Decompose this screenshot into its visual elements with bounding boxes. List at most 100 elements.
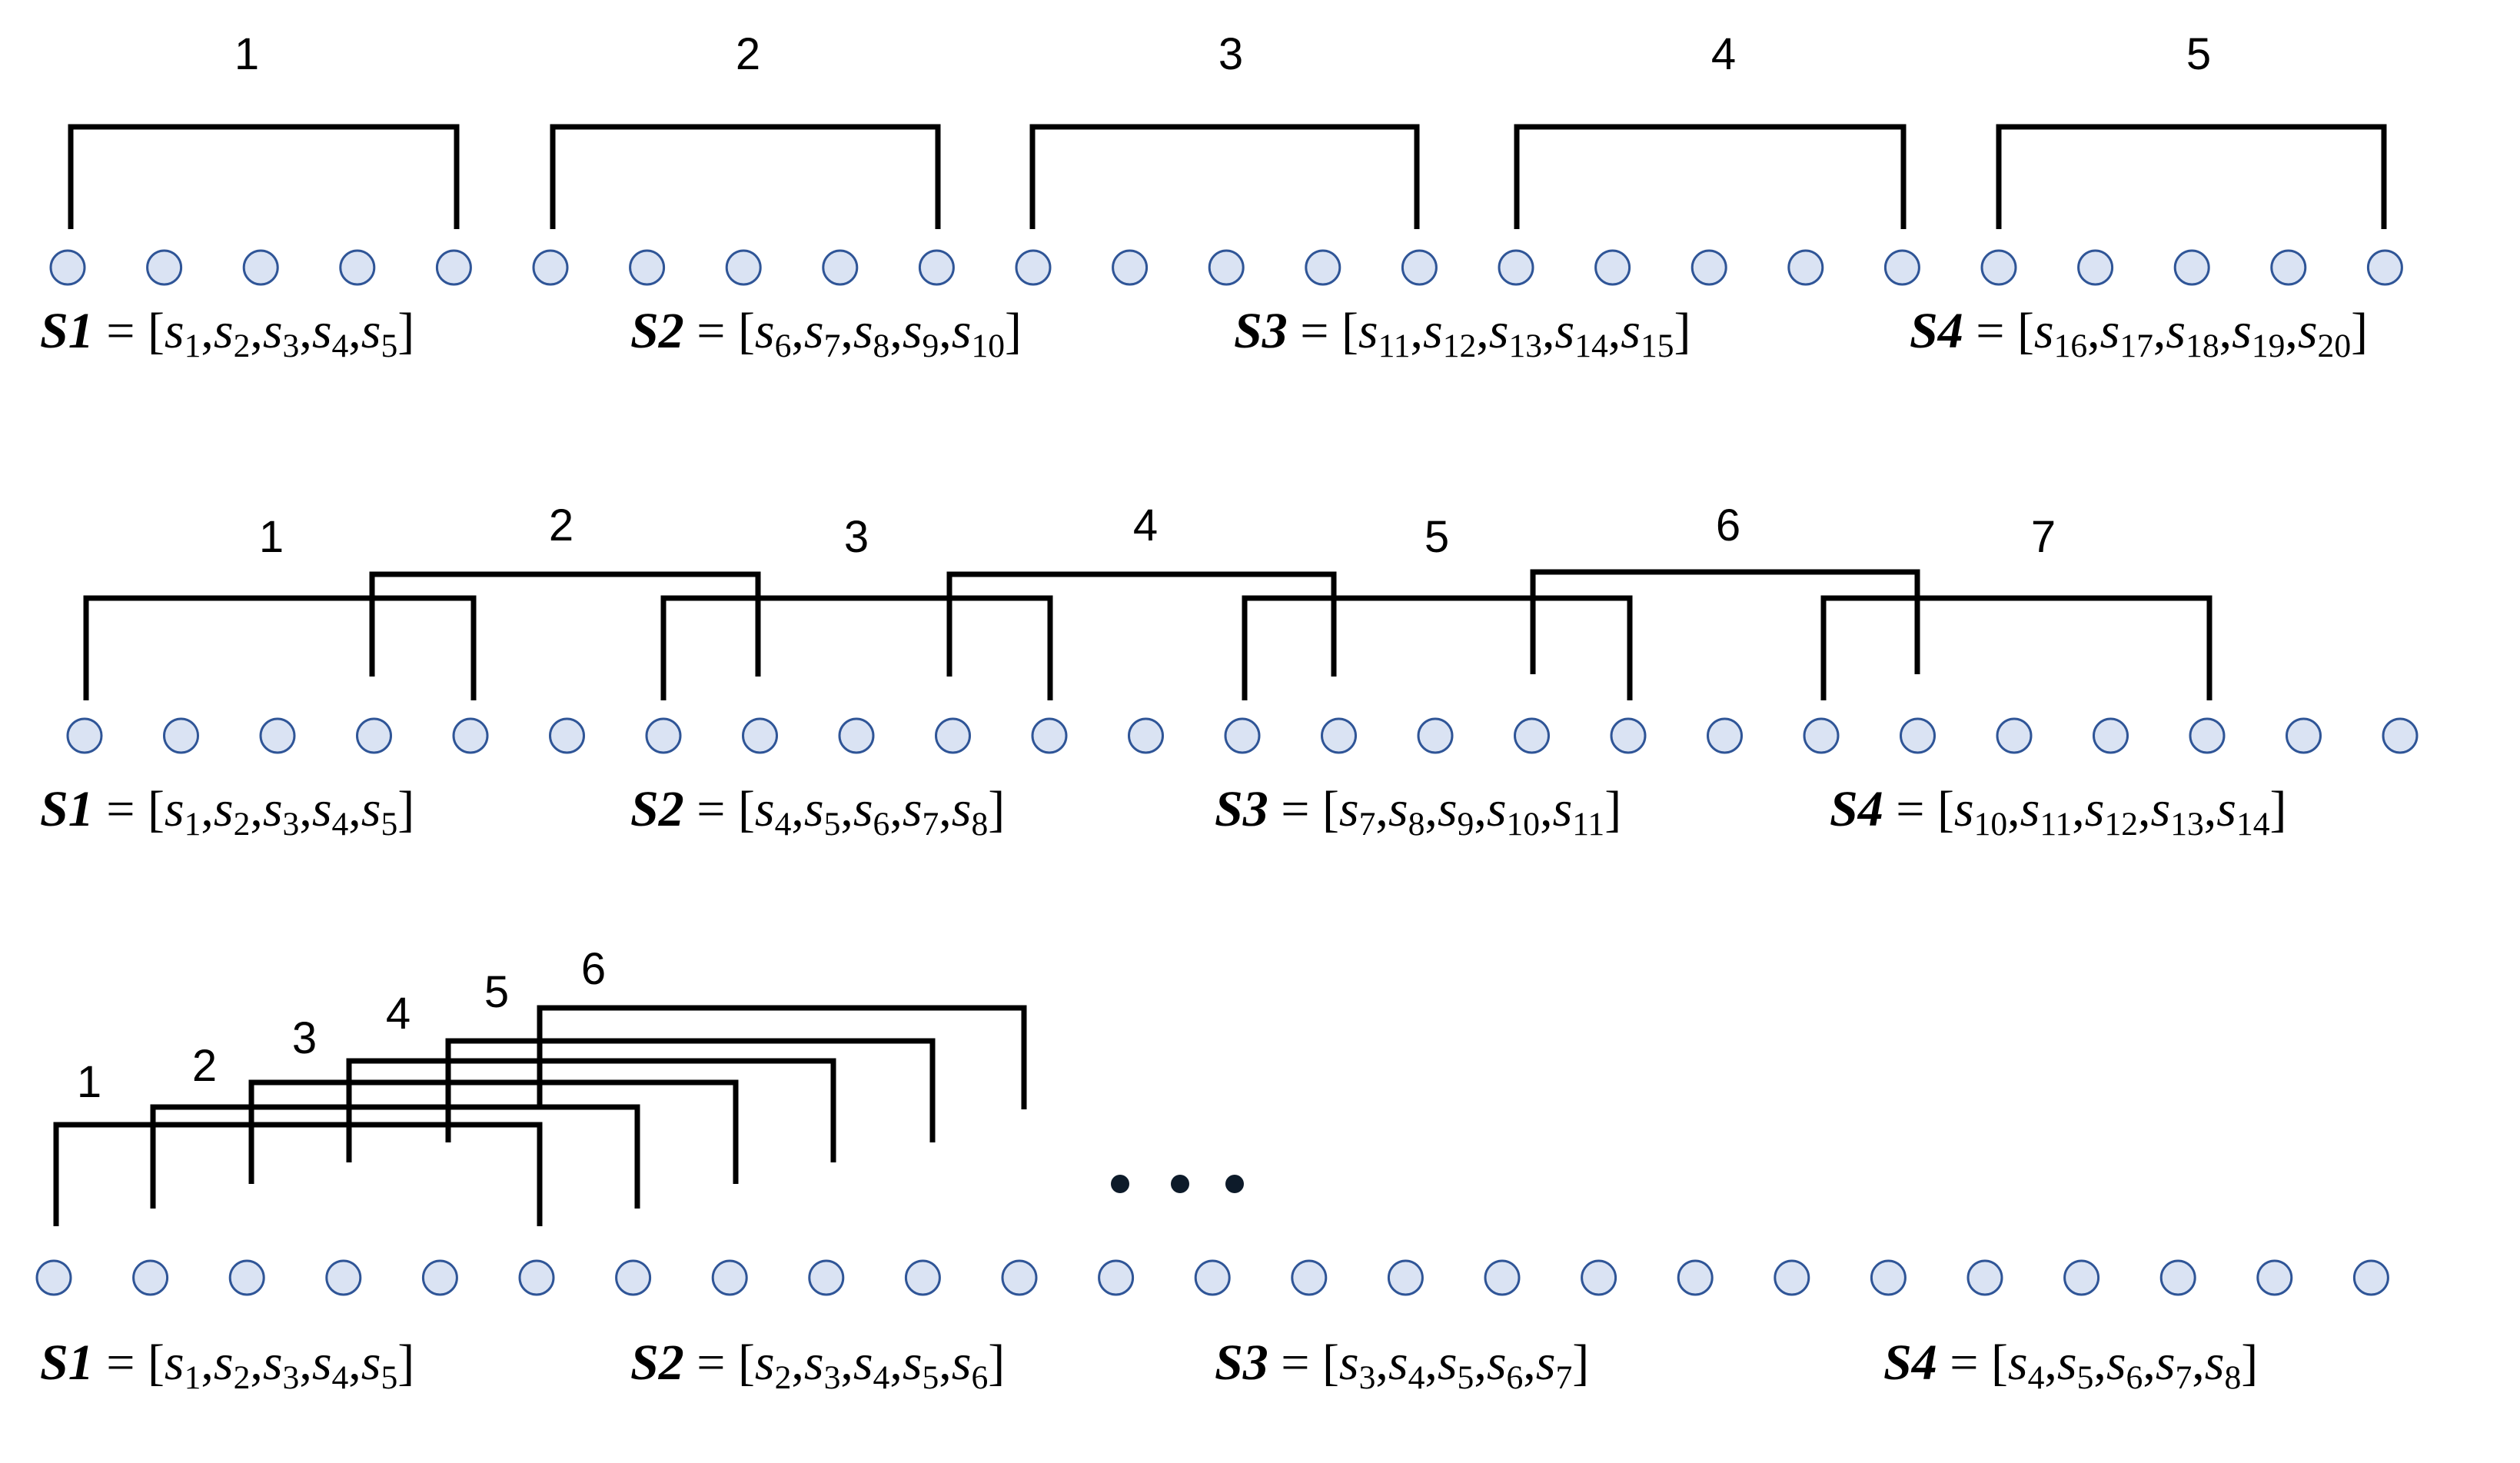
- sequence-node: [1966, 1259, 2003, 1296]
- sequence-node: [1870, 1259, 1907, 1296]
- window-bracket: [1514, 124, 1907, 229]
- sequence-element: s6: [951, 1335, 989, 1397]
- window-bracket: [83, 595, 477, 700]
- sequence-node: [49, 249, 86, 286]
- sequence-element: s6: [2106, 1335, 2143, 1397]
- sequence-element: s3: [1338, 1335, 1376, 1397]
- sequence-element: s14: [1554, 303, 1608, 365]
- sequence-node: [2173, 249, 2210, 286]
- sequence-name: S1: [40, 781, 94, 837]
- sequence-node: [1401, 249, 1438, 286]
- window-label: 5: [1425, 512, 1449, 562]
- sequence-node: [808, 1259, 845, 1296]
- sequence-formula: S2 = [s6,s7,s8,s9,s10]: [630, 303, 1022, 365]
- sequence-element: s6: [853, 781, 890, 843]
- sequence-element: s8: [1388, 781, 1425, 843]
- sequence-node: [1098, 1259, 1135, 1296]
- window-bracket: [1242, 595, 1633, 700]
- sequence-element: s3: [262, 303, 300, 365]
- sequence-element: s4: [754, 781, 792, 843]
- sequence-node: [356, 717, 392, 754]
- sequence-element: s15: [1621, 303, 1674, 365]
- window-bracket: [660, 595, 1053, 700]
- sequence-node: [725, 249, 762, 286]
- sequence-element: s3: [262, 1335, 300, 1397]
- window-bracket: [248, 1079, 739, 1184]
- window-bracket: [53, 1122, 543, 1226]
- sequence-node: [1015, 249, 1052, 286]
- window-bracket: [68, 124, 460, 229]
- window-label: 5: [2186, 29, 2211, 79]
- window-label: 2: [736, 29, 760, 79]
- sequence-name: S3: [1234, 303, 1288, 359]
- sequence-element: s7: [803, 303, 841, 365]
- sequence-node: [435, 249, 472, 286]
- sequence-node: [325, 1259, 362, 1296]
- sequence-element: s20: [2297, 303, 2352, 365]
- window-bracket: [346, 1058, 836, 1162]
- sequence-node: [2270, 249, 2307, 286]
- sequence-formula: S3 = [s7,s8,s9,s10,s11]: [1215, 781, 1622, 843]
- window-label: 3: [844, 512, 869, 562]
- sequence-element: s10: [951, 303, 1006, 365]
- sequence-node: [1224, 717, 1261, 754]
- sequence-element: s16: [2033, 303, 2088, 365]
- sequence-node: [1031, 717, 1068, 754]
- sequence-element: s11: [1552, 781, 1605, 843]
- ellipsis-dot: [1111, 1175, 1129, 1193]
- sequence-node: [339, 249, 376, 286]
- sequence-name: S2: [630, 303, 684, 359]
- sequence-element: s12: [2084, 781, 2139, 843]
- sequence-node: [1803, 717, 1840, 754]
- sequence-element: s6: [754, 303, 792, 365]
- sequence-node: [2077, 249, 2114, 286]
- sequence-node: [1594, 249, 1631, 286]
- sequence-element: s4: [311, 781, 349, 843]
- sequence-formula: S1 = [s1,s2,s3,s4,s5]: [40, 303, 415, 365]
- sequence-element: s7: [2155, 1335, 2193, 1397]
- window-bracket: [537, 1005, 1027, 1109]
- sequence-element: s5: [361, 303, 398, 365]
- sequence-element: s13: [2150, 781, 2204, 843]
- sequence-node: [1774, 1259, 1810, 1296]
- sequence-node: [66, 717, 103, 754]
- window-label: 1: [77, 1057, 101, 1107]
- sequence-node: [629, 249, 666, 286]
- sequence-node: [1677, 1259, 1714, 1296]
- sequence-element: s2: [213, 781, 251, 843]
- sequence-element: s17: [2099, 303, 2153, 365]
- sequence-formula: S3 = [s3,s4,s5,s6,s7]: [1215, 1335, 1590, 1397]
- sequence-node: [146, 249, 183, 286]
- sequence-node: [615, 1259, 652, 1296]
- sequence-name: S3: [1215, 1335, 1268, 1391]
- sequence-node: [838, 717, 875, 754]
- sequence-element: s5: [2056, 1335, 2094, 1397]
- sequence-name: S3: [1215, 781, 1268, 837]
- window-bracket: [150, 1104, 640, 1209]
- sequence-node: [1581, 1259, 1617, 1296]
- window-label: 4: [386, 989, 411, 1039]
- sequence-node: [452, 717, 489, 754]
- sequence-node: [2063, 1259, 2100, 1296]
- sequence-node: [2366, 249, 2403, 286]
- sequence-element: s13: [1488, 303, 1543, 365]
- window-bracket: [1530, 569, 1920, 674]
- window-bracket: [369, 571, 761, 677]
- window-label: 4: [1711, 29, 1736, 79]
- sequence-node: [2189, 717, 2226, 754]
- window-label: 1: [259, 512, 284, 562]
- sequence-element: s3: [262, 781, 300, 843]
- window-bracket: [946, 571, 1337, 677]
- sequence-node: [532, 249, 569, 286]
- sequence-element: s7: [1338, 781, 1376, 843]
- sequence-node: [2286, 717, 2322, 754]
- sequence-node: [904, 1259, 941, 1296]
- sequence-element: s9: [1437, 781, 1474, 843]
- sequence-node: [549, 717, 585, 754]
- sequence-element: s4: [853, 1335, 890, 1397]
- sequence-node: [711, 1259, 748, 1296]
- sequence-element: s1: [164, 303, 201, 365]
- sequence-node: [1900, 717, 1936, 754]
- sequence-node: [1707, 717, 1743, 754]
